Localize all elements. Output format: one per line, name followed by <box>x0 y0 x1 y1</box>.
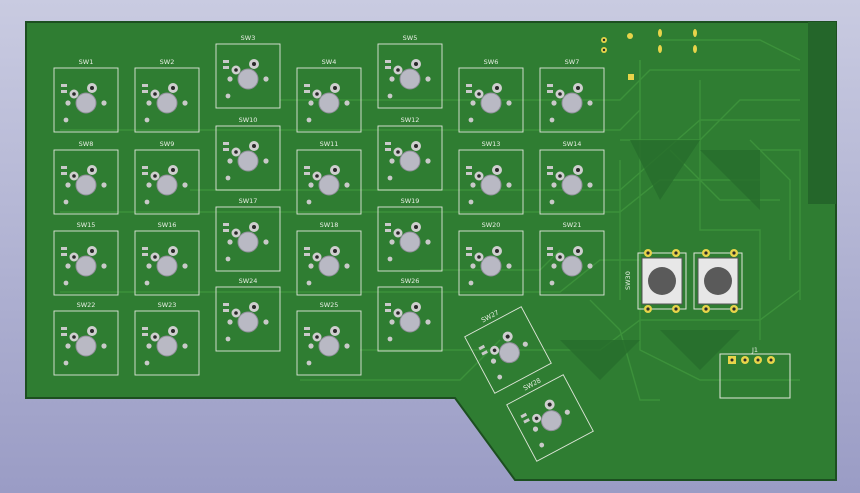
switch-footprint: SW16 <box>134 221 200 296</box>
switch-label: SW2 <box>160 58 175 66</box>
switch-footprint: SW7 <box>539 58 605 133</box>
switch-label: SW12 <box>401 116 420 124</box>
switch-label: SW25 <box>320 301 339 309</box>
switch-label: SW7 <box>565 58 580 66</box>
copper-zones <box>560 140 760 380</box>
switch-label: SW13 <box>482 140 501 148</box>
switch-label: SW24 <box>239 277 258 285</box>
switch-footprint: SW19 <box>377 197 443 272</box>
switch-label: SW5 <box>403 34 418 42</box>
switch-label: SW14 <box>563 140 582 148</box>
switch-label: SW21 <box>563 221 582 229</box>
switch-label: SW9 <box>160 140 175 148</box>
switch-footprint: SW9 <box>134 140 200 215</box>
switch-label: SW17 <box>239 197 258 205</box>
switch-footprint: SW18 <box>296 221 362 296</box>
switch-footprint: SW15 <box>53 221 119 296</box>
switch-label: SW20 <box>482 221 501 229</box>
switch-footprint: SW25 <box>296 301 362 376</box>
switch-footprint: SW2 <box>134 58 200 133</box>
switch-label: SW19 <box>401 197 420 205</box>
switch-label: SW23 <box>158 301 177 309</box>
tactile-switch: SW30 <box>624 249 743 313</box>
switch-footprint: SW11 <box>296 140 362 215</box>
switch-footprint: SW6 <box>458 58 524 133</box>
switch-label: SW10 <box>239 116 258 124</box>
switch-label: SW16 <box>158 221 177 229</box>
switch-footprint: SW21 <box>539 221 605 296</box>
switch-label: SW4 <box>322 58 337 66</box>
switch-label: SW3 <box>241 34 256 42</box>
switch-label: SW11 <box>320 140 339 148</box>
j1-connector: J1 <box>719 346 791 399</box>
switch-footprint: SW1 <box>53 58 119 133</box>
switch-label: SW8 <box>79 140 94 148</box>
switch-footprint: SW24 <box>215 277 281 352</box>
switch-footprint: SW17 <box>215 197 281 272</box>
switch-footprint: SW10 <box>215 116 281 191</box>
switch-footprint: SW14 <box>539 140 605 215</box>
copper-strip <box>808 22 836 204</box>
switch-label: SW1 <box>79 58 94 66</box>
vias <box>601 29 697 80</box>
switch-label: SW15 <box>77 221 96 229</box>
j1-label: J1 <box>751 346 758 354</box>
switch-footprint: SW5 <box>377 34 443 109</box>
switch-footprint: SW4 <box>296 58 362 133</box>
switch-footprint: SW8 <box>53 140 119 215</box>
switch-footprint: SW3 <box>215 34 281 109</box>
sw30-label: SW30 <box>624 271 632 290</box>
traces <box>60 39 801 401</box>
switch-footprint: SW22 <box>53 301 119 376</box>
switch-footprint: SW23 <box>134 301 200 376</box>
switch-label: SW6 <box>484 58 499 66</box>
switch-footprint: SW12 <box>377 116 443 191</box>
switch-footprint: SW20 <box>458 221 524 296</box>
switch-label: SW26 <box>401 277 420 285</box>
switch-footprint: SW13 <box>458 140 524 215</box>
switch-label: SW18 <box>320 221 339 229</box>
switch-label: SW22 <box>77 301 96 309</box>
switch-footprint: SW26 <box>377 277 443 352</box>
